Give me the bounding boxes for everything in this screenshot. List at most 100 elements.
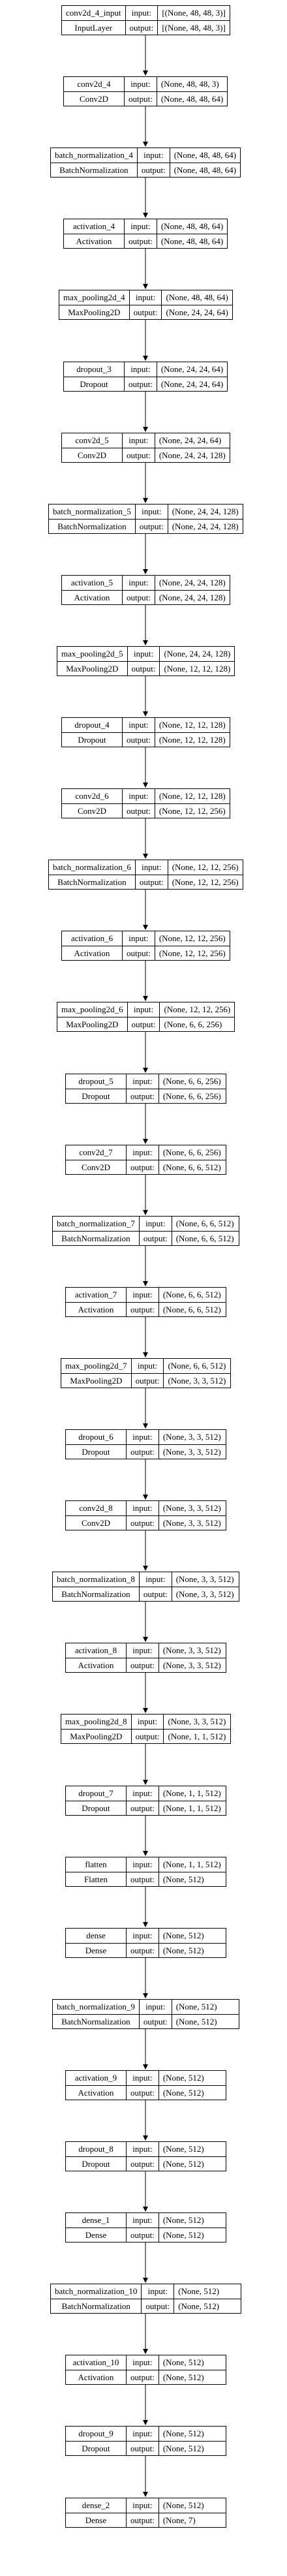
edge-arrowhead [143,640,148,645]
input-shape: (None, 12, 12, 256) [154,931,230,946]
output-label: output: [141,2298,175,2314]
layer-type: Activation [61,589,123,605]
output-label: output: [126,1515,159,1530]
input-shape: (None, 512) [158,2426,226,2442]
output-shape: (None, 6, 6, 512) [171,1230,239,1246]
edge-arrowhead [143,711,148,717]
layer-name: activation_5 [61,575,123,591]
output-label: output: [126,1800,159,1816]
input-label: input: [134,860,168,875]
edge-arrowhead [143,1352,148,1358]
layer-name: activation_8 [65,1643,127,1658]
edge-arrowhead [143,70,148,76]
output-label: output: [126,2512,159,2528]
layer-name: dense_2 [65,2498,127,2513]
layer-type: Dense [65,2227,127,2242]
layer-type: MaxPooling2D [61,1728,132,1744]
input-shape: (None, 48, 48, 3) [156,76,228,92]
output-label: output: [126,2085,159,2100]
input-label: input: [138,1572,172,1587]
input-shape: (None, 3, 3, 512) [158,1500,226,1516]
layer-name: activation_9 [65,2070,127,2086]
layer-name: activation_7 [65,1287,127,1303]
layer-name: batch_normalization_4 [50,147,138,163]
layer-type: BatchNormalization [50,2298,142,2314]
output-label: output: [134,874,168,890]
layer-type: Dropout [65,1800,127,1816]
output-label: output: [126,2369,159,2385]
output-label: output: [126,1301,159,1317]
layer-name: conv2d_7 [65,1145,127,1160]
output-label: output: [126,1088,159,1104]
input-label: input: [122,788,155,804]
layer-type: Activation [65,2085,127,2100]
edge-arrowhead [143,2420,148,2425]
edge-arrowhead [143,1423,148,1429]
input-label: input: [122,717,155,733]
layer-type: Dropout [65,1088,127,1104]
layer-type: MaxPooling2D [59,304,130,320]
input-shape: (None, 1, 1, 512) [158,1786,226,1801]
layer-type: MaxPooling2D [57,660,128,676]
output-label: output: [126,1444,159,1459]
input-label: input: [126,1074,159,1089]
layer-name: dropout_5 [65,1074,127,1089]
layer-name: dropout_3 [63,362,125,377]
layer-type: Conv2D [61,447,123,463]
layer-type: Flatten [65,1871,127,1887]
output-label: output: [138,1230,172,1246]
edge-arrowhead [143,2207,148,2212]
layer-name: max_pooling2d_7 [61,1358,132,1374]
edge-arrowhead [143,1139,148,1144]
input-shape: (None, 3, 3, 512) [163,1714,232,1730]
layer-type: Dropout [65,1444,127,1459]
input-shape: (None, 6, 6, 512) [158,1287,226,1303]
output-label: output: [126,2227,159,2242]
layer-type: Dropout [61,732,123,747]
edge-arrowhead [143,1068,148,1073]
layer-name: conv2d_6 [61,788,123,804]
edge-arrowhead [143,1566,148,1571]
output-label: output: [126,1871,159,1887]
edge-arrowhead [143,356,148,361]
output-shape: (None, 1, 1, 512) [163,1728,232,1744]
input-shape: (None, 512) [158,2498,226,2513]
input-label: input: [126,2355,159,2370]
input-shape: (None, 512) [174,2284,242,2299]
input-label: input: [126,2426,159,2442]
output-shape: (None, 3, 3, 512) [171,1586,239,1602]
edge-arrowhead [143,2492,148,2497]
edge-arrowhead [143,2135,148,2141]
layer-name: dropout_8 [65,2141,127,2157]
output-label: output: [138,1586,172,1602]
layer-type: Activation [65,1657,127,1673]
input-shape: (None, 6, 6, 512) [163,1358,232,1374]
layer-type: BatchNormalization [48,518,136,534]
